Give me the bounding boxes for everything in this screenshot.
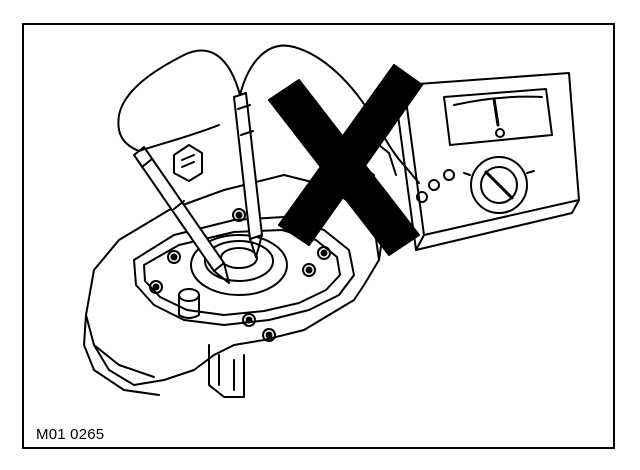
- cross-mark-icon: [268, 64, 423, 256]
- figure-code: M01 0265: [36, 426, 105, 443]
- test-probes: [117, 44, 405, 284]
- figure-frame: M01 0265: [22, 23, 615, 449]
- airbag-module-multimeter-illustration: [83, 44, 580, 398]
- multimeter-icon: [368, 72, 580, 251]
